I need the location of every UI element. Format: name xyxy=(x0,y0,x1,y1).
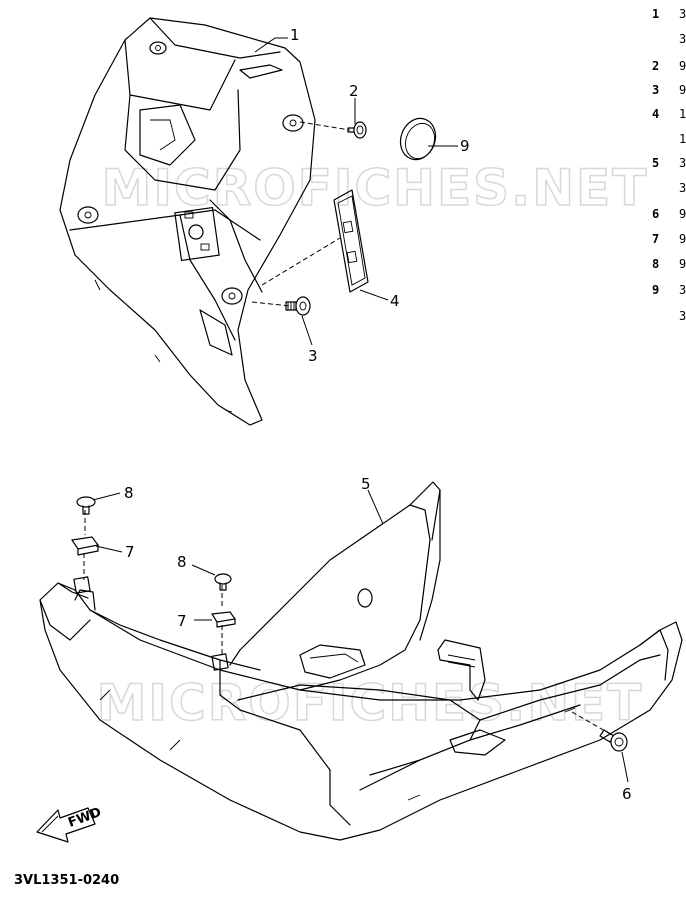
assembly-line-3 xyxy=(251,301,291,307)
callout-4: 4 xyxy=(390,292,400,310)
reference-part-number: 9 xyxy=(679,59,686,73)
reference-number: 9 xyxy=(652,283,659,297)
watermark-top: MICROFICHES.NET xyxy=(102,159,649,217)
leader-3 xyxy=(301,315,313,346)
leader-7a xyxy=(95,545,123,553)
leader-6 xyxy=(621,751,629,783)
fwd-arrow: FWD xyxy=(36,805,104,843)
reference-part-number: 9 xyxy=(679,232,686,246)
part-8-clip-b xyxy=(214,573,232,591)
part-5-footrest-board xyxy=(39,481,683,841)
assembly-line-2 xyxy=(299,121,351,131)
reference-number: 7 xyxy=(652,232,659,246)
leader-8b xyxy=(191,564,216,576)
reference-number: 2 xyxy=(652,59,659,73)
reference-number: 1 xyxy=(652,7,659,21)
reference-part-number: 9 xyxy=(679,207,686,221)
leader-5 xyxy=(367,489,384,525)
reference-part-number: 3 xyxy=(679,7,686,21)
callout-5: 5 xyxy=(361,475,371,493)
callout-7b: 7 xyxy=(177,612,187,630)
reference-list: 1 3 3 2 9 3 9 4 1 1 5 3 3 6 9 7 9 8 9 9 3 3 xyxy=(652,7,686,323)
callout-2: 2 xyxy=(349,82,359,100)
callout-1: 1 xyxy=(290,26,300,44)
watermark-bottom: MICROFICHES.NET xyxy=(97,674,644,732)
callout-9: 9 xyxy=(460,137,470,155)
leader-1 xyxy=(254,37,288,53)
part-8-clip-a xyxy=(76,496,96,515)
callout-8a: 8 xyxy=(124,484,134,502)
reference-part-number: 9 xyxy=(679,257,686,271)
reference-part-number: 3 xyxy=(679,32,686,46)
reference-number: 8 xyxy=(652,257,659,271)
reference-part-number: 1 xyxy=(679,107,686,121)
part-7-nut-a xyxy=(70,536,100,556)
callout-7a: 7 xyxy=(125,543,135,561)
diagram-code: 3VL1351-0240 xyxy=(14,873,119,888)
reference-number: 5 xyxy=(652,156,659,170)
reference-number: 3 xyxy=(652,83,659,97)
part-1-leg-shield xyxy=(59,17,316,426)
callout-6: 6 xyxy=(622,785,632,803)
leader-8a xyxy=(92,492,121,501)
leader-4 xyxy=(359,289,389,301)
part-6-screw xyxy=(599,729,628,752)
callout-8b: 8 xyxy=(177,553,187,571)
reference-part-number: 3 xyxy=(679,156,686,170)
reference-part-number: 1 xyxy=(679,132,686,146)
callout-3: 3 xyxy=(308,347,318,365)
part-2-screw xyxy=(347,121,367,139)
part-9-cap xyxy=(399,117,437,161)
reference-number: 4 xyxy=(652,107,659,121)
part-4-bracket xyxy=(333,189,369,293)
reference-part-number: 3 xyxy=(679,309,686,323)
reference-part-number: 9 xyxy=(679,83,686,97)
reference-part-number: 3 xyxy=(679,283,686,297)
reference-number: 6 xyxy=(652,207,659,221)
assembly-line-4 xyxy=(261,237,341,286)
part-3-screw xyxy=(285,296,311,316)
part-7-nut-b xyxy=(210,611,237,628)
reference-part-number: 3 xyxy=(679,181,686,195)
